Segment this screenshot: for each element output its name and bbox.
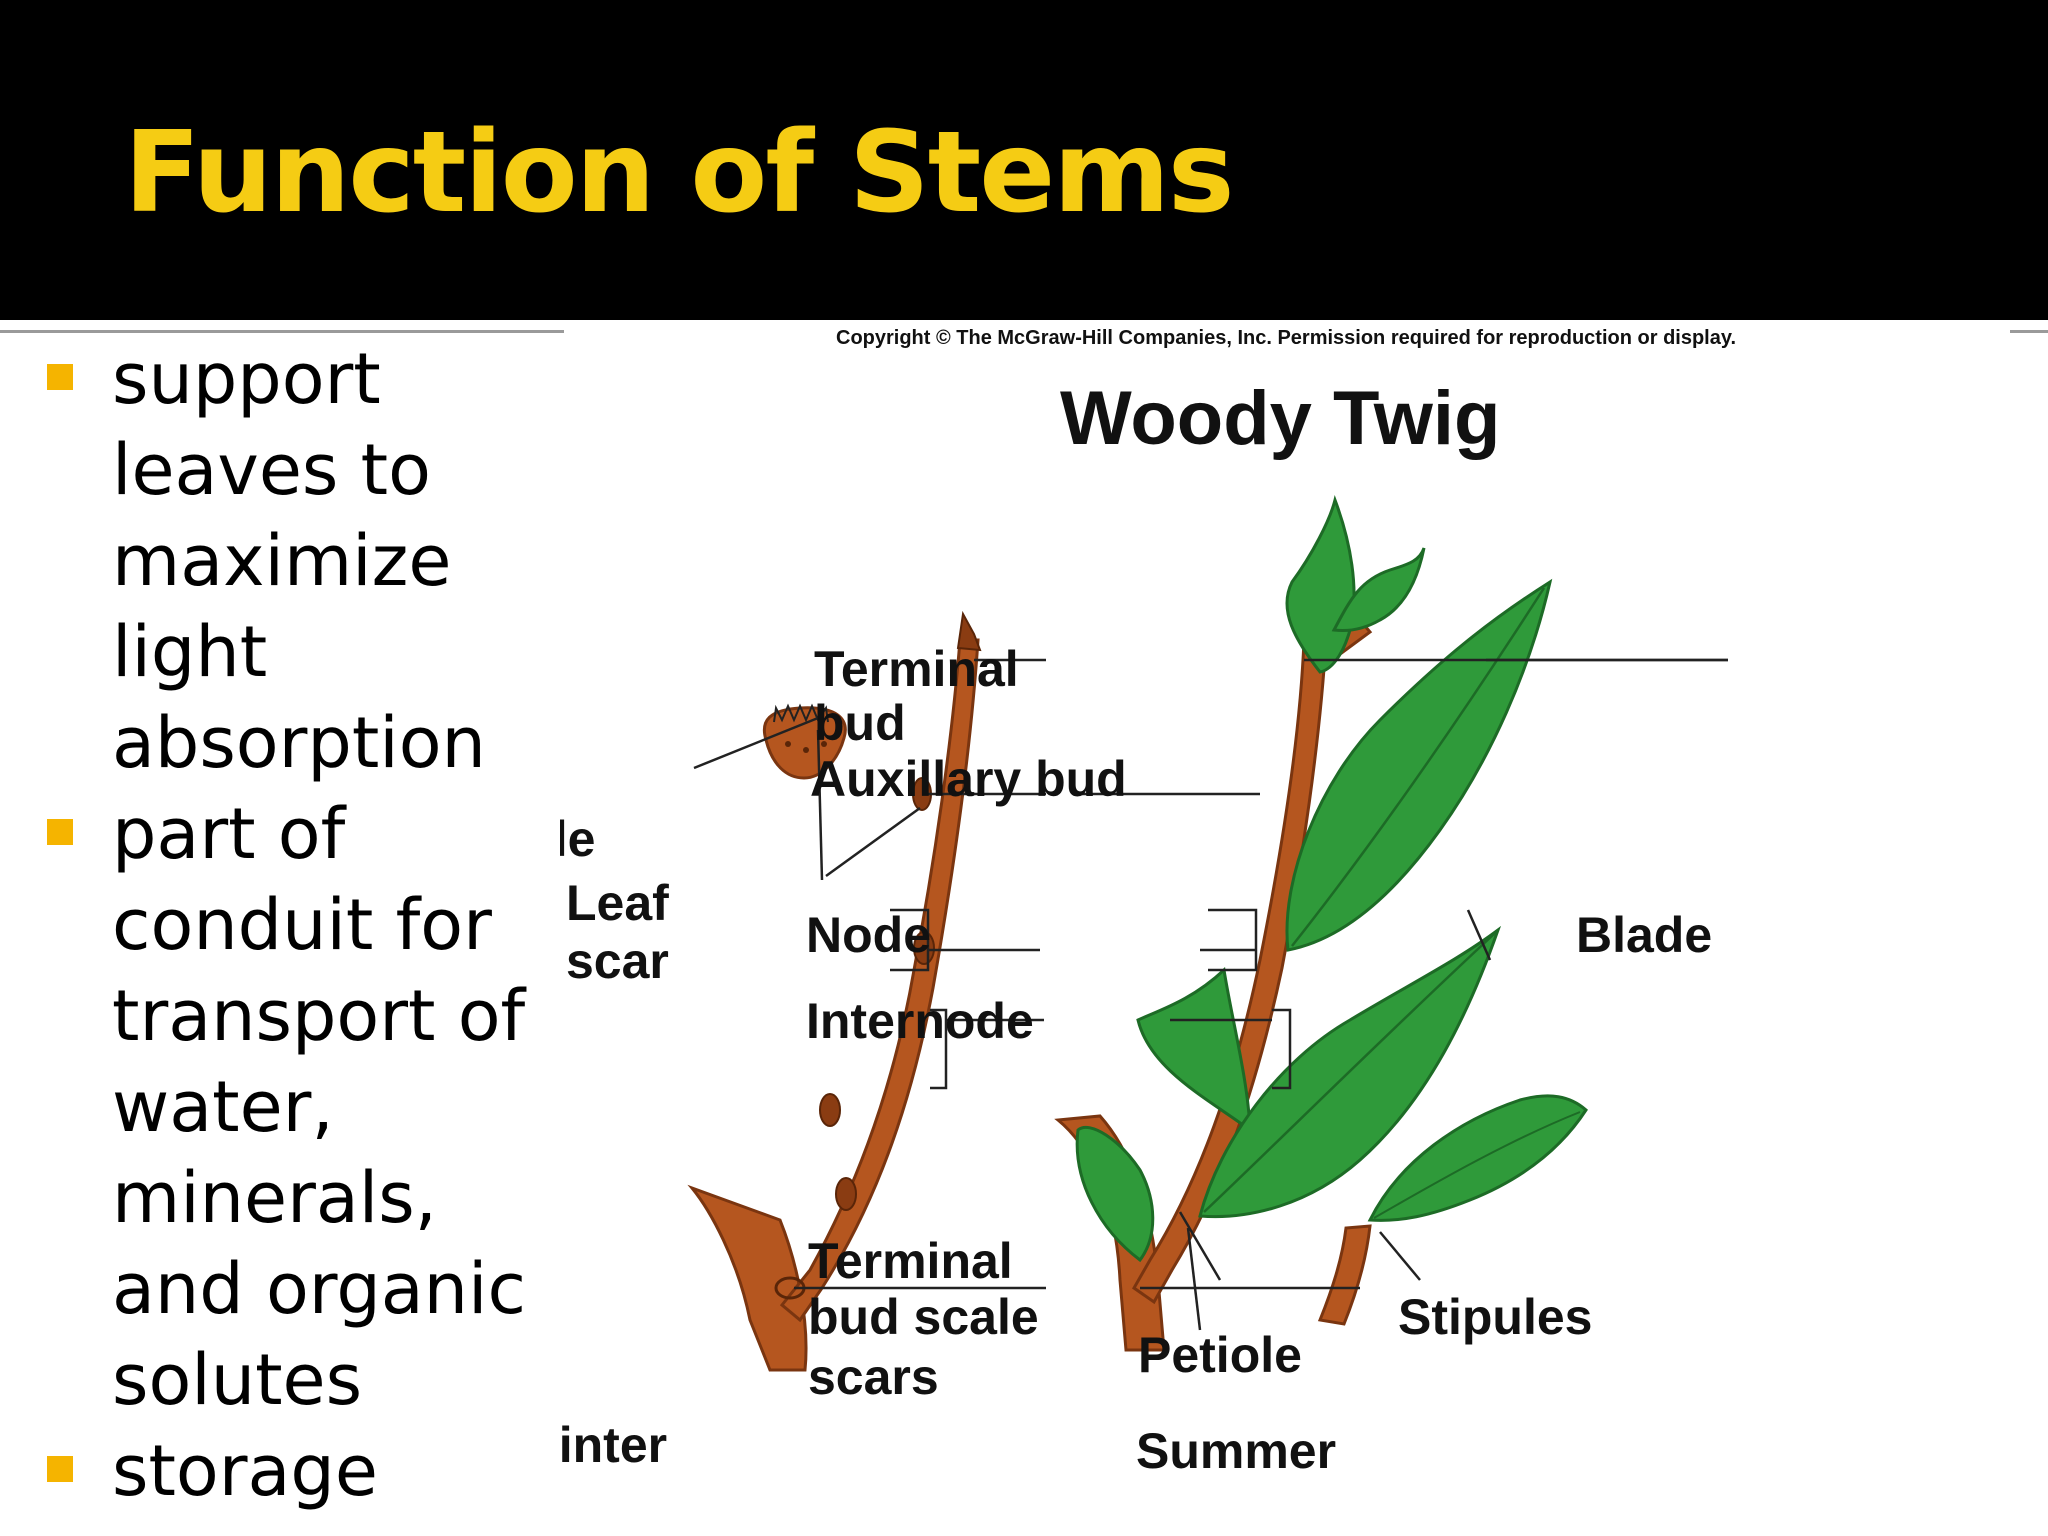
label-terminal-bud-line1: Terminal: [814, 641, 1019, 697]
woody-twig-figure: Copyright © The McGraw-Hill Companies, I…: [560, 320, 2048, 1536]
bullet-square-icon: [47, 819, 73, 845]
label-bud-scale-scars-line3: scars: [808, 1349, 939, 1405]
top-leaf-2: [1331, 547, 1426, 632]
divider-line-right: [2010, 330, 2048, 333]
label-petiole: Petiole: [1138, 1327, 1302, 1383]
top-leaf-1: [1285, 494, 1356, 674]
bullet-square-icon: [47, 1456, 73, 1482]
stipule-stub: [1317, 1224, 1372, 1326]
label-blade: Blade: [1576, 907, 1712, 963]
lower-bud-shape-1: [819, 1093, 841, 1127]
middle-leaf-left: [1136, 966, 1252, 1134]
summer-twig-illustration: [1054, 494, 1588, 1352]
copyright-notice: Copyright © The McGraw-Hill Companies, I…: [836, 327, 1736, 349]
label-stipules: Stipules: [1398, 1289, 1592, 1345]
bullet-item-conduit: part of conduit for transport of water, …: [40, 789, 560, 1426]
leaf-scar-closeup-top: [773, 703, 829, 723]
label-leaf-scar-line1: Leaf: [566, 875, 669, 931]
label-auxillary-bud: Auxillary bud: [810, 751, 1127, 807]
label-summer: Summer: [1136, 1423, 1336, 1479]
leader-lines: [693, 658, 1728, 1331]
winter-twig-illustration: [687, 610, 982, 1372]
label-terminal-bud-line2: bud: [814, 695, 906, 751]
label-internode: Internode: [806, 993, 1034, 1049]
lower-leaf-left: [1075, 1125, 1155, 1263]
label-bud-scale-scars-line2: bud scale: [808, 1289, 1039, 1345]
bullet-text: support leaves to maximize light absorpt…: [112, 338, 486, 784]
bullet-item-storage: storage: [40, 1426, 560, 1517]
divider-line-left: [0, 330, 564, 333]
figure-title: Woody Twig: [1060, 376, 1500, 461]
label-winter: Winter: [560, 1417, 667, 1473]
petiole-stalk: [1178, 1211, 1222, 1281]
woody-twig-diagram: Copyright © The McGraw-Hill Companies, I…: [560, 327, 1736, 1479]
blade-leaf: [1285, 578, 1553, 952]
bullet-item-support: support leaves to maximize light absorpt…: [40, 334, 560, 789]
lower-bud-shape-2: [835, 1177, 857, 1211]
diagram-labels: Terminal bud Auxillary bud Node Internod…: [560, 641, 1712, 1479]
bullet-text: part of conduit for transport of water, …: [112, 793, 526, 1421]
winter-twig-stem: [779, 638, 980, 1323]
label-leaf-scar-line2: scar: [566, 933, 669, 989]
winter-branch-stub: [687, 1184, 808, 1372]
bullet-list: support leaves to maximize light absorpt…: [40, 334, 560, 1517]
label-node: Node: [806, 907, 931, 963]
bullet-text: storage: [112, 1430, 378, 1512]
label-bud-scale-scars-line1: Terminal: [808, 1233, 1013, 1289]
terminal-bud-shape: [956, 610, 982, 652]
bullet-square-icon: [47, 364, 73, 390]
slide-title: Function of Stems: [124, 108, 1235, 238]
title-bar: Function of Stems: [0, 0, 2048, 320]
label-bundle-scar-line1: Bundle: [560, 811, 595, 867]
